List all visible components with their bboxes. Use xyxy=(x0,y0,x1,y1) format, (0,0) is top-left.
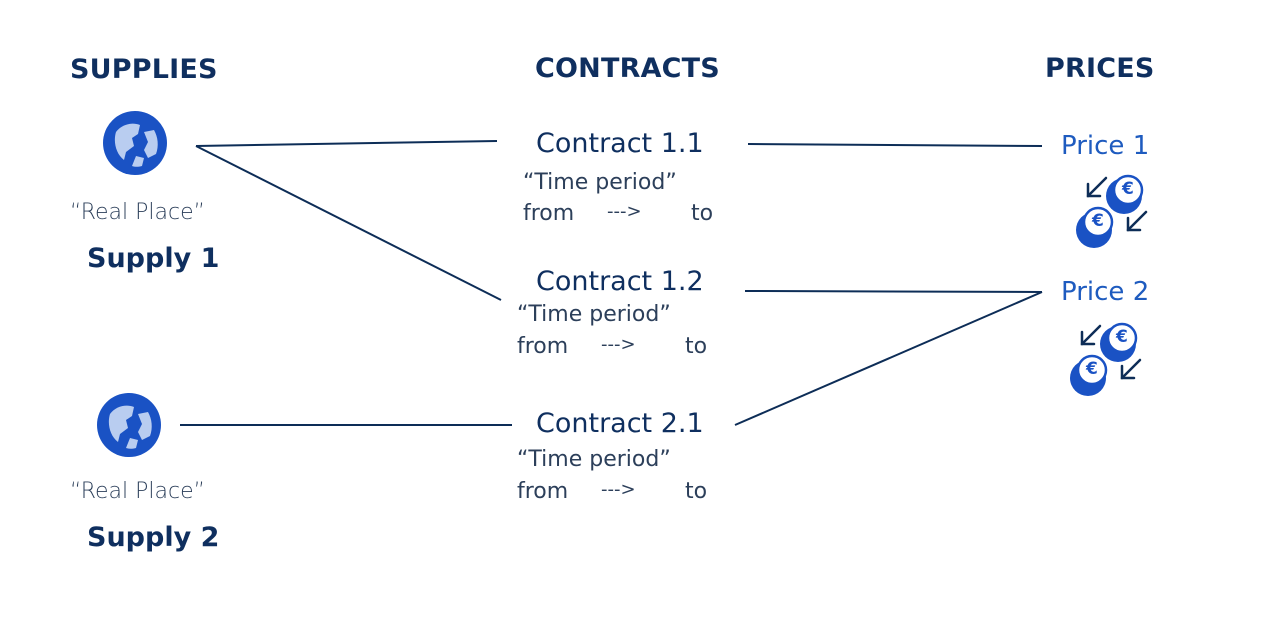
contract12-from: from xyxy=(517,334,569,359)
contract11-to: to xyxy=(691,201,714,226)
euro-symbol: € xyxy=(1122,179,1134,199)
supply2-place: “Real Place” xyxy=(70,479,206,504)
contracts-header: CONTRACTS xyxy=(535,53,720,84)
contract12-to: to xyxy=(685,334,708,359)
supply2-name: Supply 2 xyxy=(87,522,220,553)
euro-symbol: € xyxy=(1086,359,1098,379)
connector-contract12-price2 xyxy=(744,290,1043,293)
contract12-arrow: ---> xyxy=(601,334,636,355)
connector-contract11-price1 xyxy=(747,143,1043,147)
contract21-to: to xyxy=(685,479,708,504)
price1-title: Price 1 xyxy=(1061,131,1150,161)
connector-supply1-contract12 xyxy=(195,145,502,301)
euro-symbol: € xyxy=(1092,211,1104,231)
contract11-arrow: ---> xyxy=(607,201,642,222)
contract21-title: Contract 2.1 xyxy=(536,408,704,439)
connector-contract21-price2 xyxy=(734,291,1043,426)
contract12-period: “Time period” xyxy=(517,302,671,327)
euro-coins-exchange-icon: € € xyxy=(1072,172,1152,252)
connector-supply1-contract11 xyxy=(195,140,498,147)
euro-coins-exchange-icon: € € xyxy=(1066,320,1146,400)
contract11-from: from xyxy=(523,201,575,226)
supply1-place: “Real Place” xyxy=(70,200,206,225)
globe-icon xyxy=(97,393,161,457)
prices-header: PRICES xyxy=(1045,53,1155,84)
contract11-title: Contract 1.1 xyxy=(536,128,704,159)
supply1-name: Supply 1 xyxy=(87,243,220,274)
supplies-header: SUPPLIES xyxy=(70,54,218,85)
contract21-period: “Time period” xyxy=(517,447,671,472)
globe-icon xyxy=(103,111,167,175)
contract21-from: from xyxy=(517,479,569,504)
contract11-period: “Time period” xyxy=(523,170,677,195)
euro-symbol: € xyxy=(1116,327,1128,347)
price2-title: Price 2 xyxy=(1061,277,1150,307)
contract12-title: Contract 1.2 xyxy=(536,266,704,297)
contract21-arrow: ---> xyxy=(601,479,636,500)
